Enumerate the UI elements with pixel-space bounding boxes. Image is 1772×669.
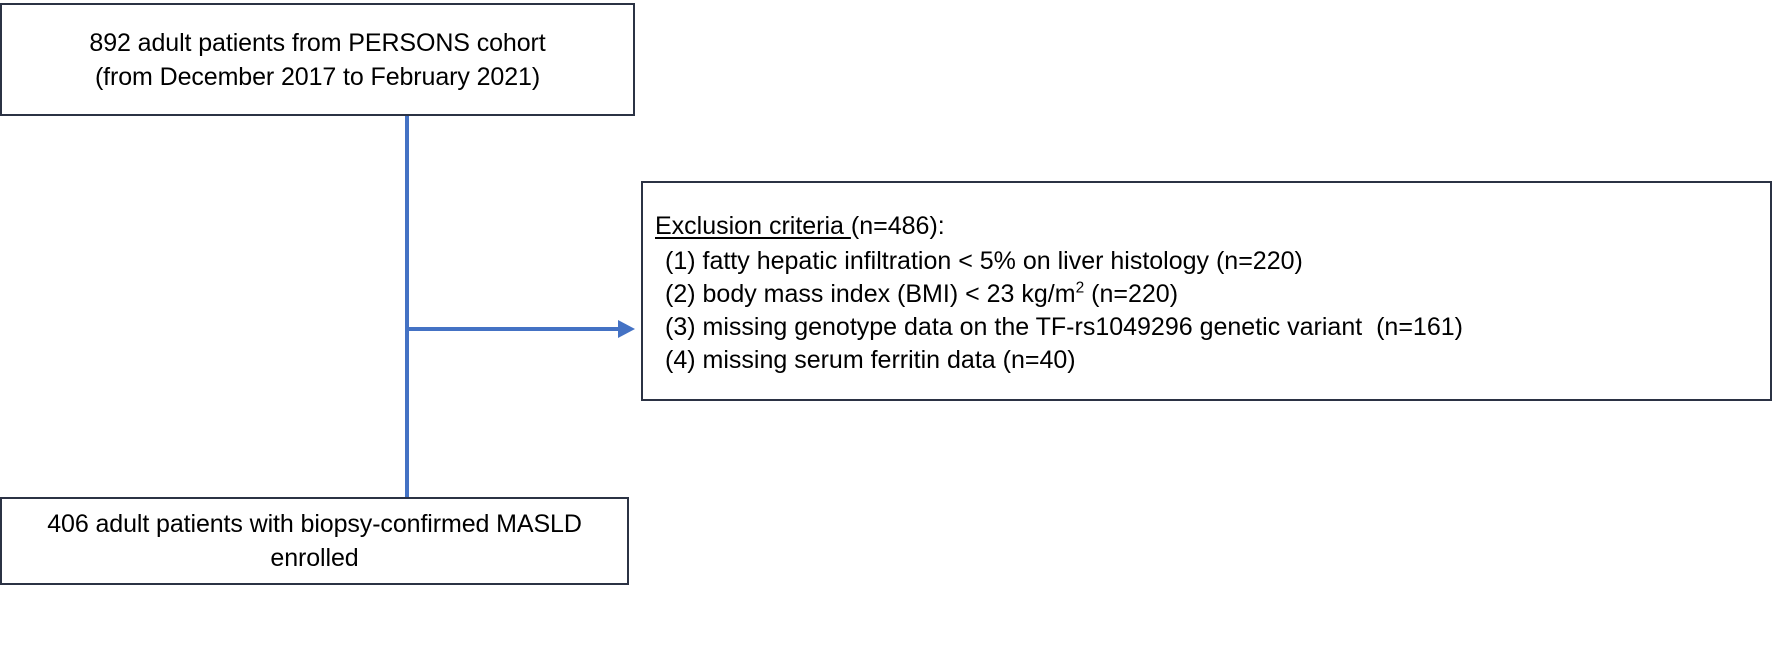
exclusion-heading-underlined: Exclusion criteria — [655, 212, 851, 240]
criterion-1-index: (1) — [665, 247, 696, 275]
criterion-3-text: missing genotype data on the TF-rs104929… — [702, 313, 1363, 341]
criterion-3-index: (3) — [665, 313, 696, 341]
criterion-2-count: (n=220) — [1084, 280, 1179, 308]
exclusion-criterion-3: (3) missing genotype data on the TF-rs10… — [655, 311, 1463, 344]
flow-down-connector — [405, 116, 409, 516]
exclusion-heading-count: (n=486): — [850, 212, 945, 240]
cohort-box-line-1: 892 adult patients from PERSONS cohort — [89, 28, 546, 57]
exclusion-heading: Exclusion criteria (n=486): — [655, 207, 945, 245]
arrow-right-icon — [618, 320, 635, 338]
criterion-2-index: (2) — [665, 280, 696, 308]
cohort-box: 892 adult patients from PERSONS cohort (… — [0, 3, 635, 116]
enrolled-box: 406 adult patients with biopsy-confirmed… — [0, 497, 629, 585]
exclusion-criterion-1: (1) fatty hepatic infiltration < 5% on l… — [655, 245, 1303, 278]
criterion-4-index: (4) — [665, 346, 696, 374]
criterion-2-superscript: 2 — [1075, 279, 1085, 297]
enrolled-box-line-2: enrolled — [270, 544, 359, 572]
enrolled-box-line-1: 406 adult patients with biopsy-confirmed… — [47, 510, 582, 538]
criterion-1-text: fatty hepatic infiltration < 5% on liver… — [702, 247, 1303, 275]
exclusion-branch-connector — [405, 327, 627, 331]
exclusion-criterion-2: (2) body mass index (BMI) < 23 kg/m2 (n=… — [655, 278, 1178, 311]
criterion-2-text: body mass index (BMI) < 23 kg/m — [702, 280, 1076, 308]
exclusion-criteria-box: Exclusion criteria (n=486): (1) fatty he… — [641, 181, 1772, 401]
criterion-4-text: missing serum ferritin data (n=40) — [702, 346, 1076, 374]
criterion-3-count: (n=161) — [1376, 313, 1463, 341]
cohort-box-line-2: (from December 2017 to February 2021) — [94, 62, 541, 91]
exclusion-criterion-4: (4) missing serum ferritin data (n=40) — [655, 344, 1076, 377]
